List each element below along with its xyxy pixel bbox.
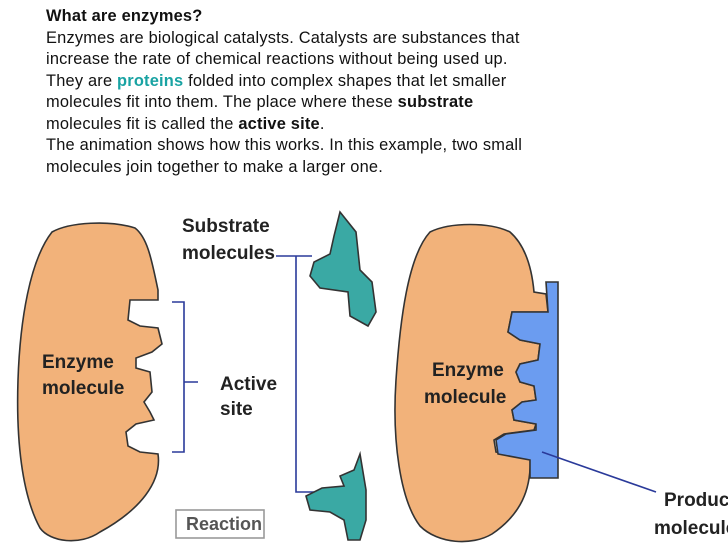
substrate-lower [305, 450, 367, 541]
reaction-button[interactable]: Reaction [175, 509, 265, 539]
text-line-3-post: folded into complex shapes that let smal… [183, 71, 507, 90]
reaction-button-label: Reaction [186, 514, 262, 534]
active-label-line2: site [220, 399, 253, 420]
text-line-1: Enzymes are biological catalysts. Cataly… [46, 28, 520, 47]
proteins-link[interactable]: proteins [117, 71, 184, 90]
enzyme-label-line1: Enzyme [42, 352, 114, 373]
text-line-2: increase the rate of chemical reactions … [46, 50, 508, 68]
product-label-line1: Product [664, 490, 728, 511]
substrate-pointer [276, 255, 320, 493]
product-label-line2: molecule [654, 518, 728, 539]
enzyme2-label-line1: Enzyme [432, 360, 504, 381]
product-molecule [495, 281, 559, 479]
text-line-4-pre: molecules fit into them. The place where… [46, 93, 398, 111]
enzyme-shape-right [394, 223, 549, 543]
enzyme-label-line2: molecule [42, 378, 124, 399]
text-line-5-pre: molecules fit is called the [46, 114, 239, 133]
product-pointer [541, 451, 657, 493]
substrate-term: substrate [397, 93, 474, 111]
text-line-7: molecules join together to make a larger… [46, 157, 383, 176]
active-site-bracket [172, 301, 198, 453]
heading: What are enzymes? [46, 7, 203, 25]
text-line-3-pre: They are [46, 71, 118, 90]
text-line-5-post: . [319, 114, 325, 133]
substrate-label-line2: molecules [182, 243, 275, 264]
intro-text: What are enzymes? Enzymes are biological… [46, 6, 686, 178]
active-label-line1: Active [220, 374, 277, 395]
text-line-6: The animation shows how this works. In t… [46, 136, 523, 154]
enzyme2-label-line2: molecule [424, 387, 506, 408]
substrate-label-line1: Substrate [182, 216, 270, 237]
substrate-upper [309, 210, 377, 328]
active-site-term: active site [238, 114, 320, 133]
enzyme-shape-left [16, 222, 163, 542]
